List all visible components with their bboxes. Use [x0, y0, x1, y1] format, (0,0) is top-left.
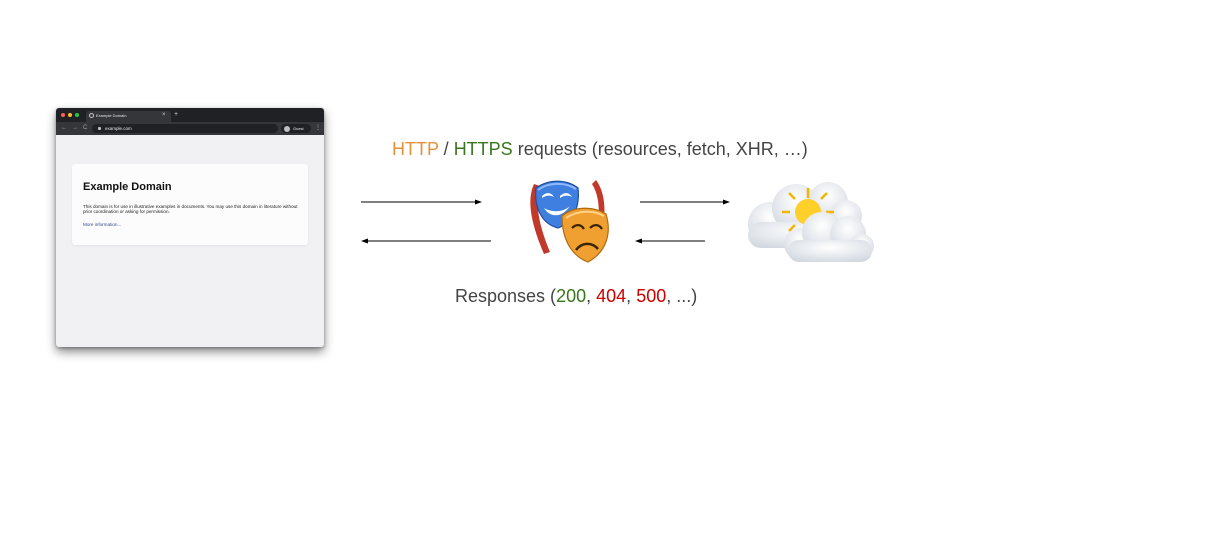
url-text: example.com	[105, 126, 132, 131]
status-404: 404	[596, 286, 627, 306]
address-bar[interactable]: example.com	[92, 124, 278, 133]
requests-label: HTTP / HTTPS requests (resources, fetch,…	[392, 138, 808, 160]
close-window-dot[interactable]	[61, 113, 65, 117]
response-arrow-right	[635, 238, 705, 244]
page-body-text: This domain is for use in illustrative e…	[83, 204, 298, 215]
responses-suffix: , ...)	[666, 286, 698, 306]
sun-behind-clouds-icon	[748, 182, 874, 262]
new-tab-icon[interactable]: +	[174, 111, 179, 118]
request-arrow-right	[640, 199, 730, 205]
close-tab-icon[interactable]: ×	[162, 112, 166, 118]
forward-icon[interactable]: →	[72, 125, 78, 131]
browser-window: Example Domain × + ← → C example.com Gue…	[56, 108, 324, 347]
page-content-card: Example Domain This domain is for use in…	[72, 164, 308, 245]
profile-label: Guest	[293, 126, 304, 131]
reload-icon[interactable]: C	[83, 125, 88, 131]
tab-title: Example Domain	[96, 113, 127, 118]
theater-masks-icon	[530, 180, 609, 263]
kebab-menu-icon[interactable]: ⋮	[315, 125, 321, 131]
request-arrow-left	[361, 199, 482, 205]
back-icon[interactable]: ←	[61, 125, 67, 131]
https-label: HTTPS	[453, 139, 513, 159]
requests-text: requests (resources, fetch, XHR, …)	[512, 139, 808, 159]
globe-icon	[89, 113, 94, 118]
profile-button[interactable]: Guest	[281, 124, 311, 133]
minimize-window-dot[interactable]	[68, 113, 72, 117]
comma-2: ,	[626, 286, 637, 306]
responses-prefix: Responses (	[455, 286, 557, 306]
response-arrow-left	[361, 238, 491, 244]
person-icon	[284, 125, 290, 132]
browser-toolbar: ← → C example.com Guest ⋮	[56, 122, 324, 135]
status-200: 200	[556, 286, 587, 306]
maximize-window-dot[interactable]	[75, 113, 79, 117]
responses-label: Responses (200, 404, 500, ...)	[455, 285, 697, 307]
lock-icon	[98, 127, 101, 130]
page-heading: Example Domain	[83, 181, 172, 193]
comma-1: ,	[586, 286, 597, 306]
more-information-link[interactable]: More information...	[83, 222, 122, 227]
status-500: 500	[636, 286, 667, 306]
separator-label: /	[438, 139, 454, 159]
browser-tab[interactable]: Example Domain ×	[86, 111, 171, 122]
tab-bar: Example Domain × +	[56, 108, 324, 122]
http-label: HTTP	[392, 139, 439, 159]
